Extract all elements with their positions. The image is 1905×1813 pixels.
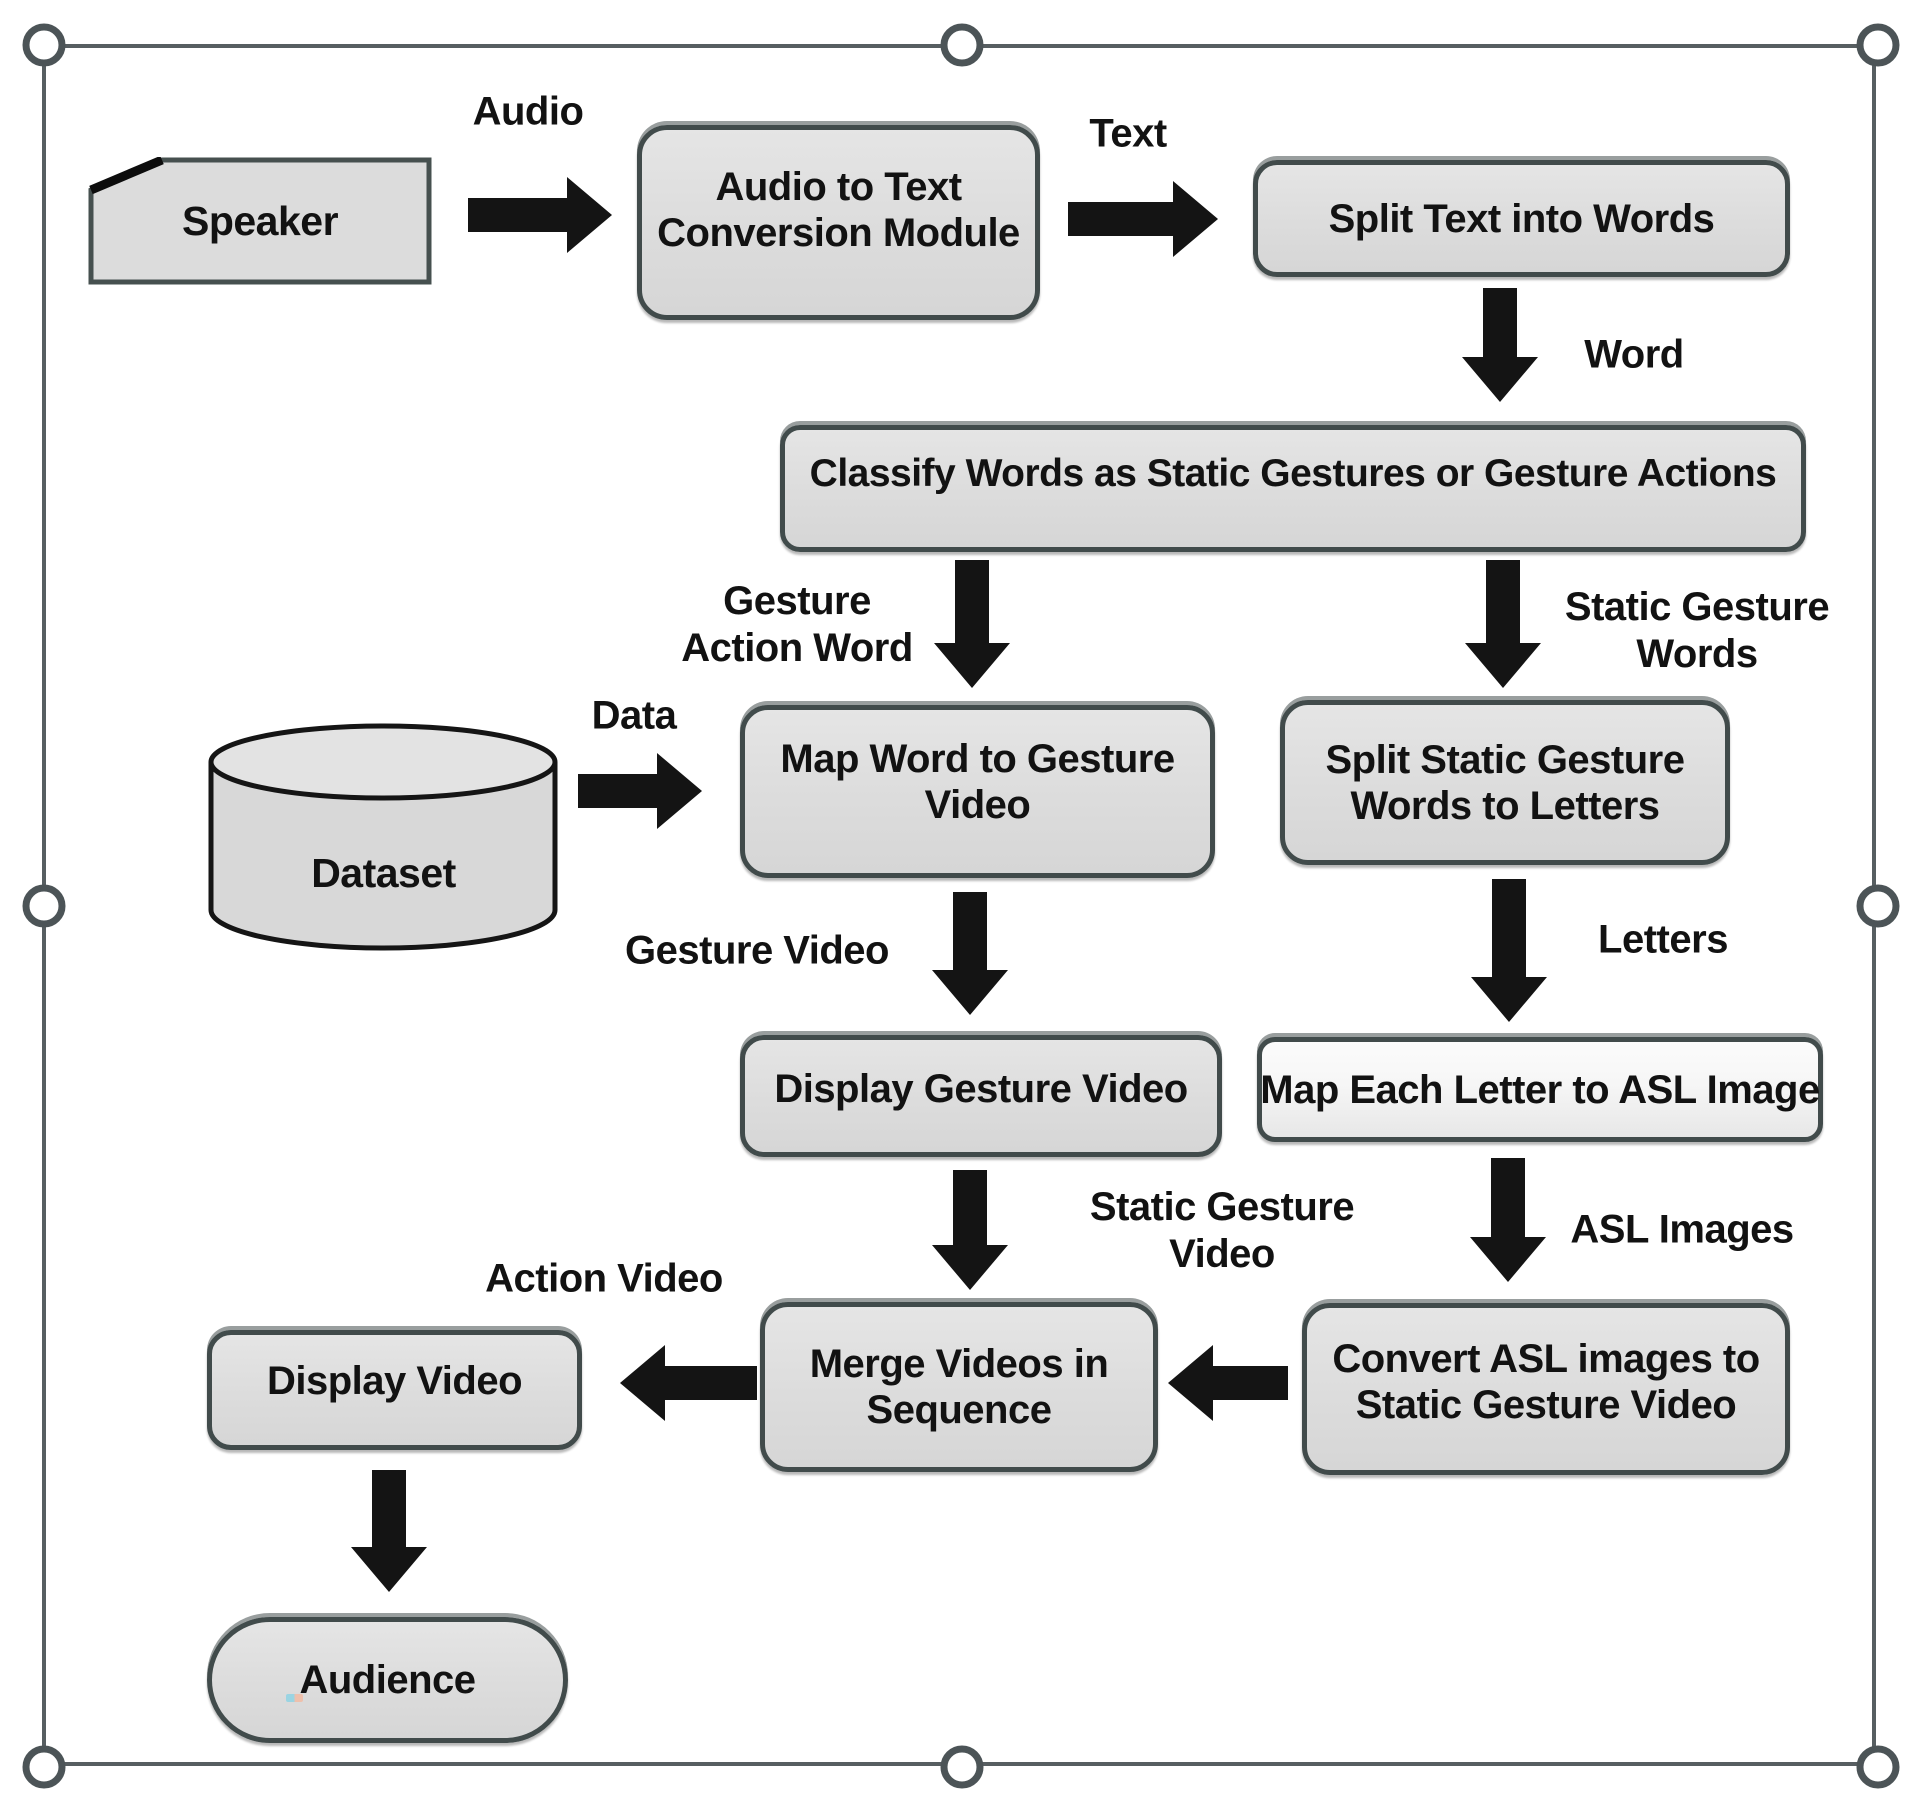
edge-label-letters: Letters [1598,917,1728,962]
node-label: Speaker [181,197,339,244]
node-display-video[interactable]: Display Video [207,1330,582,1450]
selection-handle-middle-right[interactable] [1856,884,1900,928]
node-label: Map Each Letter to ASL Image [1260,1067,1820,1112]
node-split-text-into-words[interactable]: Split Text into Words [1253,160,1790,277]
selection-handle-top-left[interactable] [22,23,66,67]
node-split-static-gesture-words[interactable]: Split Static Gesture Words to Letters [1280,700,1730,865]
arrow-merge-to-display [620,1345,757,1421]
node-label-line: Static Gesture Video [1355,1383,1737,1427]
selection-handle-top-right[interactable] [1856,23,1900,67]
node-label: Display Gesture Video [774,1067,1188,1111]
selection-handle-middle-left[interactable] [22,884,66,928]
node-label-line: Convert ASL images to [1332,1337,1760,1381]
node-map-word-to-gesture-video[interactable]: Map Word to Gesture Video [740,705,1215,878]
edge-label-word: Word [1584,332,1684,377]
node-label: Classify Words as Static Gestures or Ges… [809,452,1777,496]
arrow-static-gesture-words [1465,560,1541,688]
node-map-each-letter-to-asl-image[interactable]: Map Each Letter to ASL Image [1257,1037,1823,1142]
edge-label-asl-images: ASL Images [1570,1207,1794,1252]
edge-label-static-gesture-words: Static Gesture Words [1564,584,1830,676]
node-speaker[interactable]: Speaker [88,157,432,285]
arrow-convert-to-merge [1168,1345,1288,1421]
arrow-text [1068,181,1218,257]
node-label-line: Audio to Text [715,164,962,209]
node-label: Split Text into Words [1328,196,1715,241]
arrow-gesture-action-word [934,560,1010,688]
edge-label-audio: Audio [472,89,584,134]
node-label-line: Split Static Gesture [1325,737,1685,782]
edge-label-static-gesture-video: Static Gesture Video [1089,1184,1355,1276]
node-label-line: Words to Letters [1350,783,1660,828]
arrow-letters [1471,879,1547,1022]
edge-label-text: Text [1089,111,1167,156]
edge-label-data: Data [591,693,677,738]
node-classify-words[interactable]: Classify Words as Static Gestures or Ges… [780,425,1806,552]
selection-handle-bottom-middle[interactable] [940,1745,984,1789]
node-dataset[interactable]: Dataset [207,722,560,952]
node-merge-videos-in-sequence[interactable]: Merge Videos in Sequence [760,1302,1158,1472]
node-label-line: Conversion Module [657,210,1020,255]
selection-handle-bottom-left[interactable] [22,1745,66,1789]
arrow-data [578,753,702,829]
node-display-gesture-video[interactable]: Display Gesture Video [740,1035,1222,1157]
node-label-line: Sequence [866,1388,1052,1432]
node-label: Audience [299,1658,476,1702]
arrow-display-to-audience [351,1470,427,1592]
node-label-line: Map Word to Gesture [780,736,1175,781]
selection-handle-bottom-right[interactable] [1856,1745,1900,1789]
node-label-line: Video [924,782,1031,827]
stray-pixels-artifact [286,1694,303,1702]
node-audio-to-text-module[interactable]: Audio to Text Conversion Module [637,125,1040,320]
arrow-static-gesture-video [932,1170,1008,1290]
node-convert-asl-images[interactable]: Convert ASL images to Static Gesture Vid… [1302,1303,1790,1475]
edge-label-gesture-video: Gesture Video [625,928,889,973]
edge-label-gesture-action-word: Gesture Action Word [681,578,913,670]
edge-label-action-video: Action Video [485,1256,723,1301]
selection-handle-top-middle[interactable] [940,23,984,67]
arrow-audio [468,177,612,253]
node-label: Dataset [311,849,456,896]
arrow-gesture-video [932,892,1008,1015]
node-audience[interactable]: Audience [207,1617,568,1743]
node-label: Display Video [266,1359,523,1403]
arrow-asl-images [1470,1158,1546,1282]
node-label-line: Merge Videos in [809,1342,1109,1386]
arrow-word [1462,288,1538,402]
